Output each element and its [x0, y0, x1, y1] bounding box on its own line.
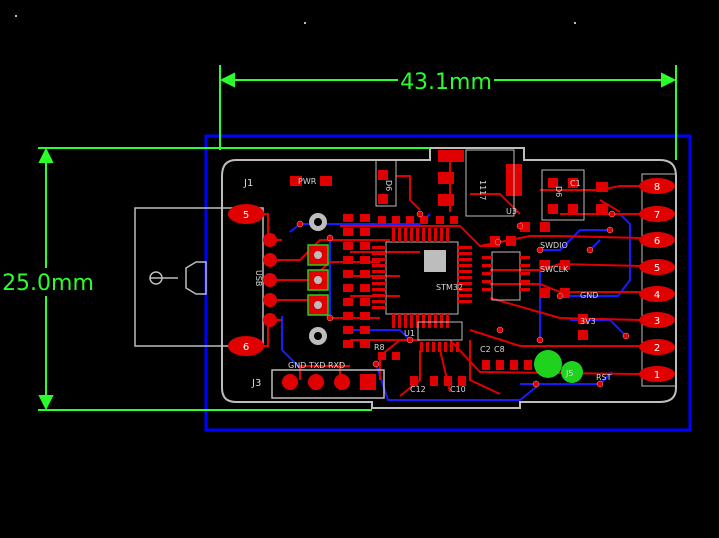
board-edge — [221, 147, 677, 409]
ref-c1: C1 — [570, 179, 581, 188]
header-pin-8: 8 — [639, 178, 675, 194]
ref-j3: J3 — [251, 378, 261, 389]
u3-footprint — [482, 251, 530, 301]
ref-regulator: 1117 — [478, 180, 487, 200]
svg-text:1: 1 — [654, 370, 660, 381]
height-dimension-label: 25.0mm — [2, 271, 94, 296]
ref-u3: U3 — [506, 207, 517, 216]
grid-dots — [15, 15, 576, 24]
header-pin-1: 1 — [639, 366, 675, 382]
svg-text:4: 4 — [654, 290, 660, 301]
j1-pads — [263, 233, 277, 327]
header-pin-3: 3 — [639, 312, 675, 328]
ref-u4: U1 — [404, 329, 415, 338]
svg-text:SWCLK: SWCLK — [540, 265, 569, 274]
svg-text:3V3: 3V3 — [580, 317, 596, 326]
header-pin-7: 7 — [639, 206, 675, 222]
ref-c8: C8 — [494, 345, 505, 354]
svg-text:SWDIO: SWDIO — [540, 241, 568, 250]
svg-text:5: 5 — [654, 263, 660, 274]
svg-text:3: 3 — [654, 316, 660, 327]
width-label-bg — [398, 66, 494, 94]
ref-c12: C12 — [410, 385, 426, 394]
ref-c10: C10 — [450, 385, 466, 394]
svg-text:5: 5 — [243, 210, 249, 221]
j3-header — [271, 369, 385, 399]
usb-pad-6: 6 — [228, 336, 264, 356]
mcu-footprint — [372, 228, 472, 328]
svg-text:6: 6 — [243, 342, 249, 353]
svg-text:6: 6 — [654, 236, 660, 247]
ref-d6-left: D6 — [384, 180, 393, 191]
header-pins: 8 7 6 5 4 3 2 1 — [639, 173, 677, 387]
svg-text:7: 7 — [654, 210, 660, 221]
header-pin-2: 2 — [639, 339, 675, 355]
usb-connector-outline — [134, 207, 264, 347]
ref-usb: USB — [254, 270, 263, 286]
ref-c2: C2 — [480, 345, 491, 354]
ref-j1: J1 — [243, 178, 253, 189]
highlight-region — [534, 350, 583, 383]
smd-pads — [290, 170, 608, 386]
prog-header — [307, 244, 329, 316]
vias — [296, 210, 630, 388]
ref-r8: R8 — [374, 343, 385, 352]
svg-text:RST: RST — [596, 373, 612, 382]
svg-text:8: 8 — [654, 182, 660, 193]
usb-pad-5: 5 — [228, 204, 264, 224]
mounting-holes — [309, 213, 327, 345]
height-label-bg — [2, 268, 94, 296]
silkscreen-labels: J1 PWR J3 GND TXD RXD STM32 U1 1117 U3 D… — [243, 177, 581, 394]
ref-stm32: STM32 — [436, 283, 463, 292]
width-dimension-label: 43.1mm — [400, 70, 492, 95]
u4-footprint — [417, 321, 463, 352]
svg-text:2: 2 — [654, 343, 660, 354]
ref-j5: J5 — [565, 369, 573, 378]
svg-text:GND: GND — [580, 291, 598, 300]
ref-uart: GND TXD RXD — [288, 361, 345, 370]
header-pin-5: 5 — [639, 259, 675, 275]
ref-pwr: PWR — [298, 177, 317, 186]
top-copper-traces — [244, 160, 641, 397]
header-pin-6: 6 — [639, 232, 675, 248]
header-pin-4: 4 — [639, 286, 675, 302]
header-silk-text: SWDIO SWCLK GND 3V3 RST — [540, 241, 612, 382]
ref-d6-right: D6 — [554, 186, 563, 197]
regulator-footprint — [375, 149, 585, 221]
